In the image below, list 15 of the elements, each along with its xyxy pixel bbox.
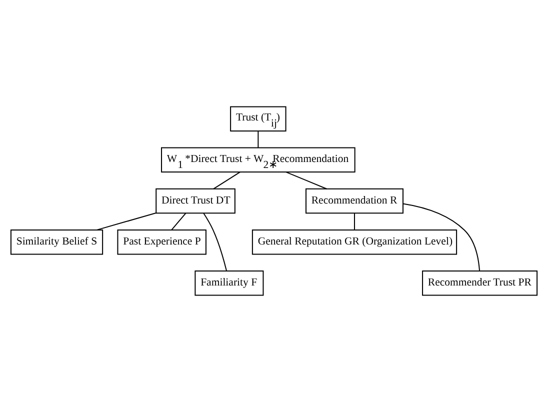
node-box: Similarity Belief S (10, 228, 104, 254)
node-box: Direct Trust DT (156, 188, 236, 214)
connector (213, 171, 240, 189)
connector (203, 212, 228, 271)
connector (354, 212, 355, 230)
connector (258, 130, 259, 148)
node-box: General Reputation GR (Organization Level) (252, 228, 458, 254)
node-box: Past Experience P (117, 228, 206, 254)
connector (171, 212, 186, 230)
connector (286, 171, 327, 189)
node-box: Recommender Trust PR (422, 270, 538, 296)
connector (403, 202, 480, 271)
node-box: Familiarity F (194, 270, 264, 296)
node-box: Recommendation R (306, 188, 404, 214)
connector (96, 212, 156, 230)
